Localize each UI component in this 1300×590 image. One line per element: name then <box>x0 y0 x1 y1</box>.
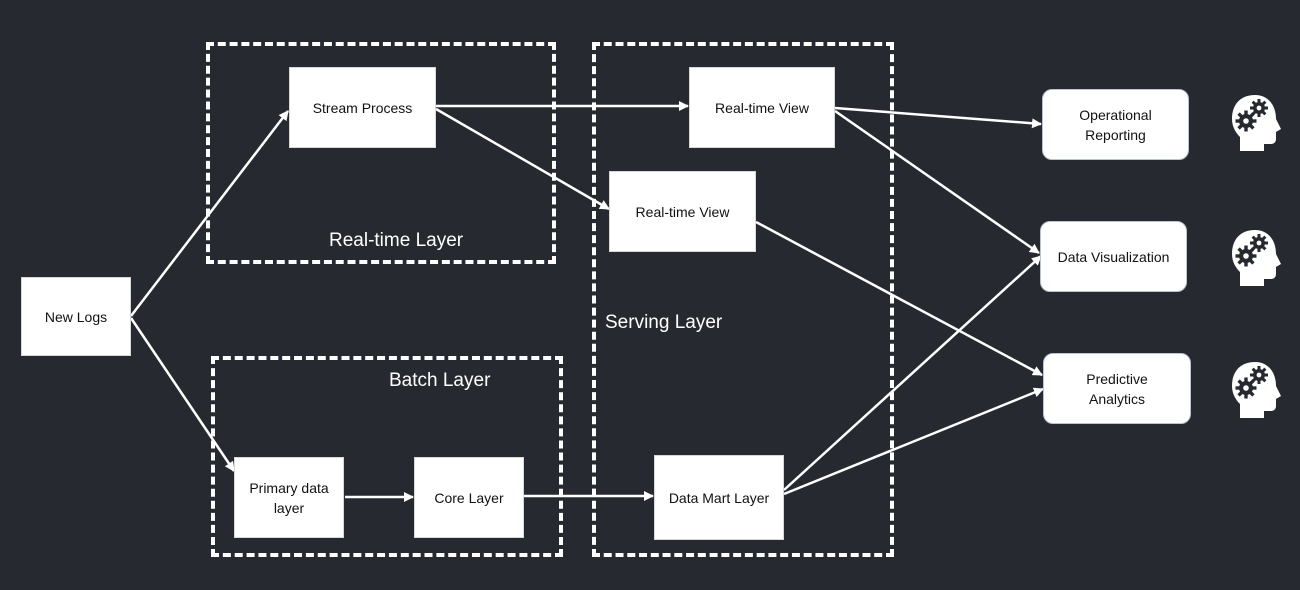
data-visualization-output: Data Visualization <box>1040 221 1187 292</box>
batch-layer-label: Batch Layer <box>389 370 491 391</box>
head-with-gears-icon <box>1232 95 1281 151</box>
realtime-layer-group <box>206 42 556 264</box>
predictive-analytics-output: Predictive Analytics <box>1043 353 1191 424</box>
data-mart-layer-node: Data Mart Layer <box>654 455 784 540</box>
new-logs-node: New Logs <box>21 277 131 356</box>
serving-layer-label: Serving Layer <box>605 312 723 333</box>
arrow-stream-to-realtime-view-2 <box>435 107 610 211</box>
realtime-layer-label: Real-time Layer <box>329 230 464 251</box>
realtime-view-node-1: Real-time View <box>689 67 835 148</box>
serving-layer-group <box>592 42 894 557</box>
operational-reporting-output: Operational Reporting <box>1042 89 1189 160</box>
head-with-gears-icon <box>1232 362 1281 418</box>
arrow-newlogs-to-primary <box>129 317 236 472</box>
primary-data-layer-node: Primary data layer <box>234 457 344 538</box>
arrow-datamart-to-predictive <box>783 387 1044 496</box>
arrow-newlogs-to-stream <box>130 110 289 317</box>
arrow-rtview2-to-predictive <box>755 220 1043 377</box>
arrow-rtview1-to-visualization <box>834 109 1040 255</box>
batch-layer-group <box>211 356 563 557</box>
core-layer-node: Core Layer <box>414 457 524 538</box>
arrow-rtview1-to-operational <box>834 106 1042 129</box>
stream-process-node: Stream Process <box>289 67 436 148</box>
head-with-gears-icon <box>1232 230 1281 286</box>
realtime-view-node-2: Real-time View <box>609 171 756 252</box>
arrow-datamart-to-visualization <box>783 255 1042 491</box>
